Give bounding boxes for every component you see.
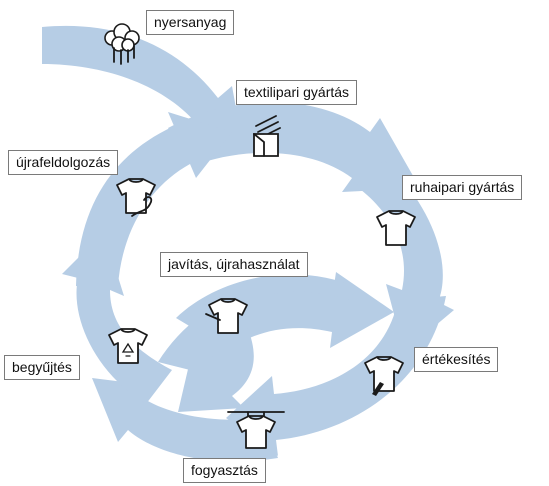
arrow-textile-to-garment [168, 102, 420, 192]
repair-reuse-arrow-inner [176, 274, 358, 330]
cycle-arrows [42, 25, 454, 462]
label-sales: értékesítés [414, 347, 499, 372]
cotton-plant-icon [104, 23, 140, 65]
arrow-recycling-to-textile [76, 112, 232, 286]
label-raw-material: nyersanyag [146, 10, 235, 35]
tshirt-thread-icon [116, 178, 156, 217]
tshirt-needle-icon [205, 298, 248, 334]
label-collection: begyűjtés [4, 355, 80, 380]
raw-material-arrow [42, 25, 244, 152]
arrow-sales-to-consumption [226, 296, 446, 456]
tshirt-price-tag-icon [364, 356, 404, 396]
tshirt-recycle-icon [108, 328, 148, 364]
tshirt-on-hanger-icon [227, 411, 285, 449]
label-recycling: újrafeldolgozás [8, 150, 119, 175]
tshirt-icon [376, 210, 416, 246]
fabric-roll-icon [253, 115, 281, 157]
label-garment-production: ruhaipari gyártás [402, 175, 523, 200]
label-textile-production: textilipari gyártás [236, 80, 358, 105]
label-repair-reuse: javítás, újrahasználat [160, 252, 308, 277]
label-consumption: fogyasztás [183, 458, 266, 483]
